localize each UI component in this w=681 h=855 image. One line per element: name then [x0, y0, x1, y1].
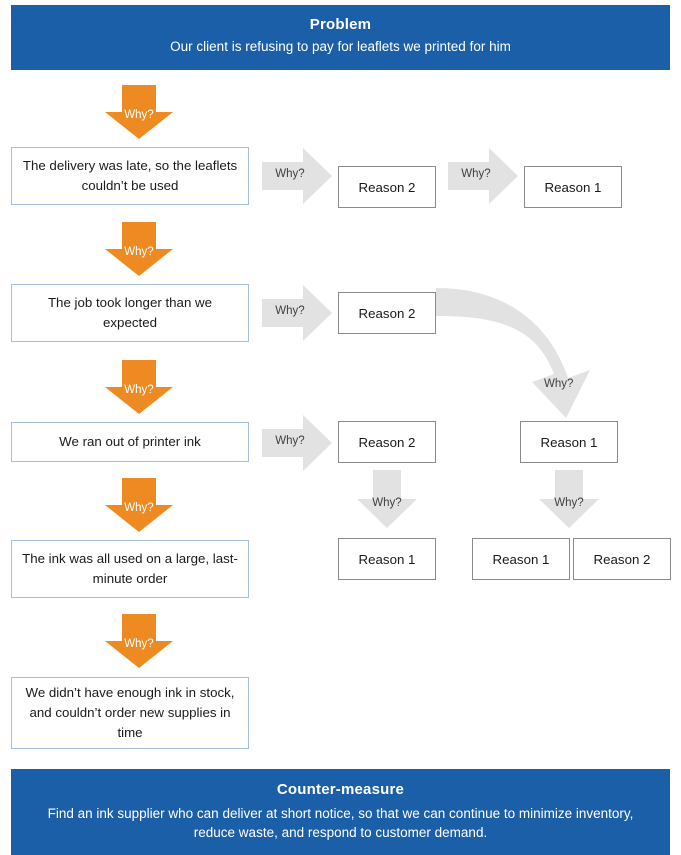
reason-box-label: Reason 2: [358, 305, 416, 321]
why-arrow-label: Why?: [461, 168, 491, 180]
why-arrow-label: Why?: [124, 246, 154, 258]
reason-box-row2-a[interactable]: Reason 2: [338, 292, 436, 334]
arrow-head: [303, 415, 332, 471]
why-arrow-label: Why?: [275, 168, 305, 180]
why-arrow-down-4: Why?: [105, 478, 173, 532]
why-chain-box-3[interactable]: We ran out of printer ink: [11, 422, 249, 462]
arrow-shaft: [373, 470, 401, 500]
curved-arrow-path: [436, 288, 590, 418]
why-arrow-label: Why?: [124, 109, 154, 121]
reason-box-row1-a[interactable]: Reason 2: [338, 166, 436, 208]
counter-measure-title: Counter-measure: [276, 781, 405, 798]
why-chain-box-5[interactable]: We didn’t have enough ink in stock, and …: [11, 677, 249, 749]
arrow-head: [357, 499, 417, 528]
why-arrow-label: Why?: [124, 638, 154, 650]
arrow-head: [489, 148, 518, 204]
reason-box-row4-b[interactable]: Reason 1: [472, 538, 570, 580]
arrow-shaft: [262, 429, 304, 457]
arrow-head: [105, 112, 173, 139]
reason-box-label: Reason 1: [492, 551, 550, 567]
why-arrow-right-row2-a: Why?: [262, 285, 332, 341]
why-arrow-right-row1-a: Why?: [262, 148, 332, 204]
problem-banner: Problem Our client is refusing to pay fo…: [11, 5, 670, 70]
why-arrow-label: Why?: [275, 305, 305, 317]
why-chain-box-1[interactable]: The delivery was late, so the leaflets c…: [11, 147, 249, 205]
why-chain-box-label: We didn’t have enough ink in stock, and …: [25, 685, 235, 740]
arrow-shaft: [262, 299, 304, 327]
counter-measure-banner: Counter-measure Find an ink supplier who…: [11, 769, 670, 855]
why-arrow-right-row3-a: Why?: [262, 415, 332, 471]
reason-box-row4-c[interactable]: Reason 2: [573, 538, 671, 580]
arrow-shaft: [555, 470, 583, 500]
why-arrow-down-1: Why?: [105, 85, 173, 139]
arrow-head: [105, 249, 173, 276]
arrow-shaft: [262, 162, 304, 190]
curved-arrow-shape: [436, 288, 590, 418]
why-arrow-down-5: Why?: [105, 614, 173, 668]
why-arrow-label: Why?: [544, 378, 574, 390]
why-arrow-label: Why?: [275, 435, 305, 447]
why-arrow-label: Why?: [124, 502, 154, 514]
reason-box-row3-b[interactable]: Reason 1: [520, 421, 618, 463]
why-arrow-down-2: Why?: [105, 222, 173, 276]
why-chain-box-label: The job took longer than we expected: [47, 295, 213, 330]
arrow-shaft: [448, 162, 490, 190]
why-arrow-label: Why?: [124, 384, 154, 396]
arrow-shaft: [122, 360, 156, 388]
arrow-head: [303, 148, 332, 204]
why-arrow-label: Why?: [554, 497, 584, 509]
arrow-shaft: [122, 85, 156, 113]
why-chain-box-label: The ink was all used on a large, last-mi…: [22, 551, 238, 586]
counter-measure-subtitle: Find an ink supplier who can deliver at …: [47, 806, 634, 840]
arrow-head: [105, 505, 173, 532]
reason-box-row1-b[interactable]: Reason 1: [524, 166, 622, 208]
why-arrow-right-row1-b: Why?: [448, 148, 518, 204]
why-arrow-curved: Why?: [432, 282, 597, 422]
arrow-shaft: [122, 222, 156, 250]
why-chain-box-label: The delivery was late, so the leaflets c…: [22, 158, 238, 193]
arrow-head: [105, 641, 173, 668]
reason-box-row3-a[interactable]: Reason 2: [338, 421, 436, 463]
problem-subtitle: Our client is refusing to pay for leafle…: [170, 39, 511, 54]
why-arrow-down-gray-a: Why?: [357, 470, 417, 530]
reason-box-label: Reason 2: [593, 551, 651, 567]
reason-box-label: Reason 1: [540, 434, 598, 450]
reason-box-label: Reason 2: [358, 179, 416, 195]
arrow-head: [539, 499, 599, 528]
why-chain-box-label: We ran out of printer ink: [59, 434, 201, 449]
reason-box-label: Reason 1: [544, 179, 602, 195]
why-chain-box-2[interactable]: The job took longer than we expected: [11, 284, 249, 342]
arrow-shaft: [122, 614, 156, 642]
why-arrow-down-3: Why?: [105, 360, 173, 414]
why-chain-box-4[interactable]: The ink was all used on a large, last-mi…: [11, 540, 249, 598]
why-arrow-down-gray-b: Why?: [539, 470, 599, 530]
arrow-head: [303, 285, 332, 341]
reason-box-label: Reason 2: [358, 434, 416, 450]
arrow-shaft: [122, 478, 156, 506]
problem-title: Problem: [309, 16, 372, 33]
reason-box-label: Reason 1: [358, 551, 416, 567]
reason-box-row4-a[interactable]: Reason 1: [338, 538, 436, 580]
why-arrow-label: Why?: [372, 497, 402, 509]
arrow-head: [105, 387, 173, 414]
